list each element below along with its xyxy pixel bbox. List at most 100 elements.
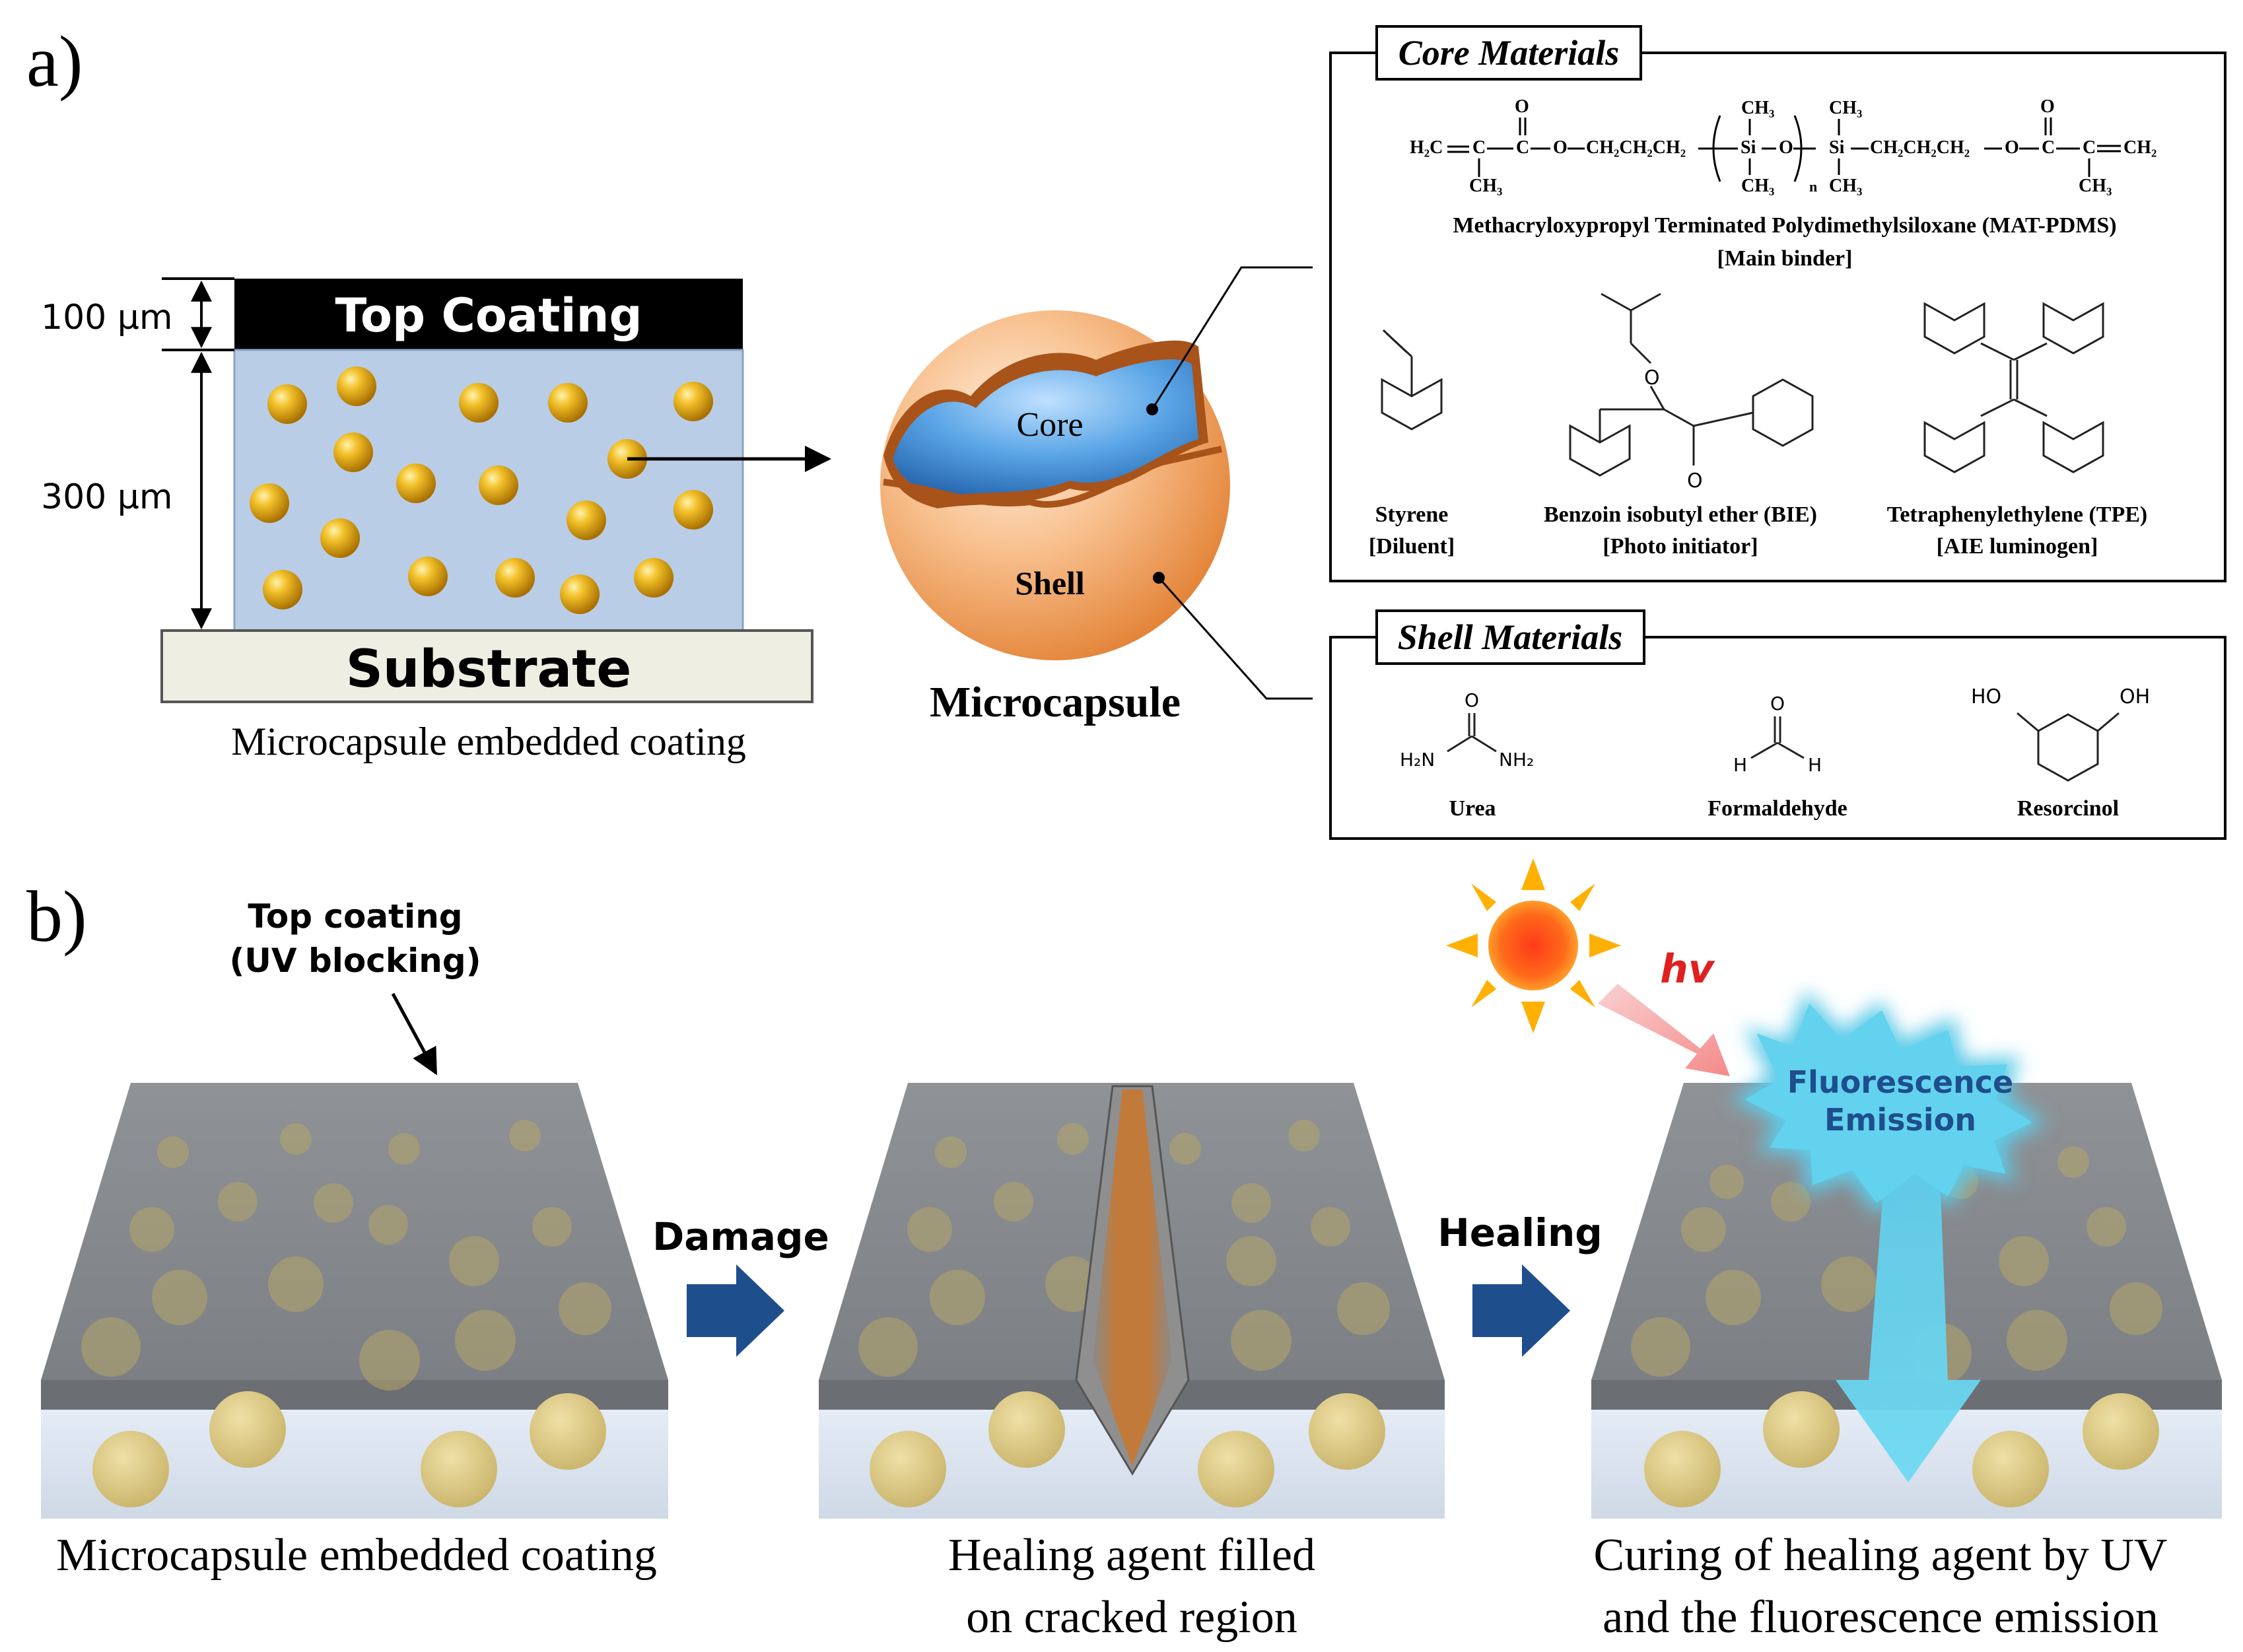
block-2-caption-2: on cracked region (966, 1592, 1297, 1643)
lower-capsule (988, 1391, 1065, 1468)
healing-label: Healing (1437, 1210, 1603, 1255)
mat-pdms-role: [Main binder] (1717, 246, 1853, 271)
damage-label: Damage (652, 1214, 829, 1259)
svg-text:O: O (1515, 96, 1529, 117)
formaldehyde-name: Formaldehyde (1708, 796, 1847, 821)
styrene-role: [Diluent] (1369, 534, 1455, 559)
coating-block-2 (819, 1083, 1445, 1519)
styrene-name: Styrene (1375, 502, 1449, 527)
svg-text:O: O (1553, 137, 1568, 158)
lower-capsule (530, 1393, 606, 1470)
fluorescence-label-1: Fluorescence (1787, 1064, 2013, 1100)
dimension-100um: 100 μm (41, 298, 173, 337)
svg-text:CH₃: CH₃ (1829, 176, 1862, 196)
lower-capsule (209, 1391, 286, 1468)
svg-text:C: C (1516, 137, 1529, 158)
top-coating-label: Top Coating (335, 289, 642, 343)
mat-pdms-formula: H₂C C CH₃ C O O CH₂CH₂CH₂ CH₃ Si CH₃ O (1410, 96, 2157, 196)
resorcinol-structure (2017, 712, 2120, 782)
microcapsule-dot (567, 500, 606, 540)
urea-o: O (1465, 689, 1479, 711)
microcapsule-dot (673, 382, 713, 421)
svg-text:O: O (2005, 137, 2019, 158)
block-2-caption-1: Healing agent filled (948, 1530, 1315, 1581)
svg-text:C: C (2083, 137, 2096, 158)
healing-arrow-icon (1472, 1264, 1570, 1357)
microcapsule-dot (673, 490, 713, 530)
dimension-markers (162, 277, 234, 630)
sun-icon (1446, 858, 1621, 1033)
svg-text:n: n (1809, 178, 1817, 195)
svg-text:O: O (2040, 96, 2055, 117)
embedded-microcapsules (250, 366, 713, 614)
svg-text:CH₂CH₂CH₂: CH₂CH₂CH₂ (1586, 137, 1686, 158)
urea-h2n: H₂N (1400, 749, 1435, 771)
svg-text:H₂C: H₂C (1410, 137, 1443, 158)
microcapsule-dot (560, 574, 600, 614)
dimension-300um: 300 μm (41, 477, 173, 517)
panel-a-label: a) (26, 21, 83, 102)
urea-nh2: NH₂ (1499, 749, 1534, 771)
coating-block-1 (41, 1083, 668, 1519)
faded-capsules (858, 1120, 1390, 1377)
microcapsule-dot (263, 570, 302, 609)
formaldehyde-o: O (1770, 693, 1785, 714)
svg-text:CH₃: CH₃ (1469, 176, 1502, 196)
coating-block-3 (1591, 1083, 2222, 1519)
lower-capsule (1309, 1393, 1385, 1470)
microcapsule-dot (333, 432, 373, 472)
shell-pointer-line (1157, 577, 1313, 700)
lower-capsule (1644, 1431, 1721, 1507)
bie-structure (1569, 293, 1814, 477)
svg-text:Si: Si (1829, 137, 1845, 158)
microcapsule-dot (396, 464, 436, 503)
core-materials-heading-box (1375, 25, 1642, 81)
microcapsule-dot (337, 366, 376, 406)
fluorescence-label-2: Emission (1824, 1102, 1976, 1138)
panel-b-label: b) (26, 876, 87, 957)
styrene-structure (1381, 329, 1443, 430)
svg-text:CH₃: CH₃ (1829, 98, 1862, 118)
shell-edge (883, 446, 1223, 508)
block-edge (41, 1380, 668, 1410)
microcapsule-dot (495, 558, 535, 598)
block-3-caption-1: Curing of healing agent by UV (1594, 1530, 2168, 1581)
bie-role: [Photo initiator] (1603, 534, 1758, 559)
damage-arrow-icon (687, 1264, 784, 1357)
faded-capsules (81, 1120, 611, 1391)
formaldehyde-h-right: H (1808, 754, 1822, 776)
top-coating-layer (234, 279, 743, 350)
svg-text:CH₂CH₂CH₂: CH₂CH₂CH₂ (1870, 137, 1970, 158)
microcapsule-dot (634, 558, 673, 598)
microcapsule-dot (548, 383, 588, 423)
lower-capsule (92, 1431, 169, 1507)
shell-materials-heading-box (1375, 609, 1645, 665)
resorcinol-oh: OH (2120, 685, 2150, 708)
core-label: Core (1016, 406, 1083, 444)
coating-caption: Microcapsule embedded coating (231, 720, 746, 763)
lower-capsule (2083, 1393, 2159, 1470)
microcapsule-dot (320, 518, 360, 558)
microcapsule-dot (267, 384, 307, 424)
core-region (893, 359, 1198, 497)
svg-text:CH₃: CH₃ (2079, 176, 2112, 196)
formaldehyde-h-left: H (1733, 754, 1747, 776)
lower-capsule (1972, 1431, 2049, 1507)
svg-text:CH₃: CH₃ (1741, 98, 1774, 118)
svg-text:C: C (2042, 137, 2055, 158)
top-coating-callout-1: Top coating (248, 897, 462, 936)
svg-text:Si: Si (1741, 137, 1756, 158)
lower-capsule (870, 1431, 946, 1507)
shell-materials-box: Shell Materials O H₂N NH₂ Urea O H H For… (1329, 609, 2226, 840)
faded-capsules (1631, 1146, 2162, 1384)
lower-capsule (1763, 1391, 1840, 1468)
hv-label: hv (1660, 946, 1715, 992)
mat-pdms-name: Methacryloxypropyl Terminated Polydimeth… (1453, 213, 2116, 238)
lower-capsule (1198, 1431, 1274, 1507)
resorcinol-ho: HO (1971, 685, 2001, 708)
microcapsule-title: Microcapsule (930, 678, 1181, 726)
microcapsule-dot (408, 557, 448, 596)
substrate-layer (160, 629, 813, 703)
svg-text:CH₃: CH₃ (1741, 176, 1774, 196)
